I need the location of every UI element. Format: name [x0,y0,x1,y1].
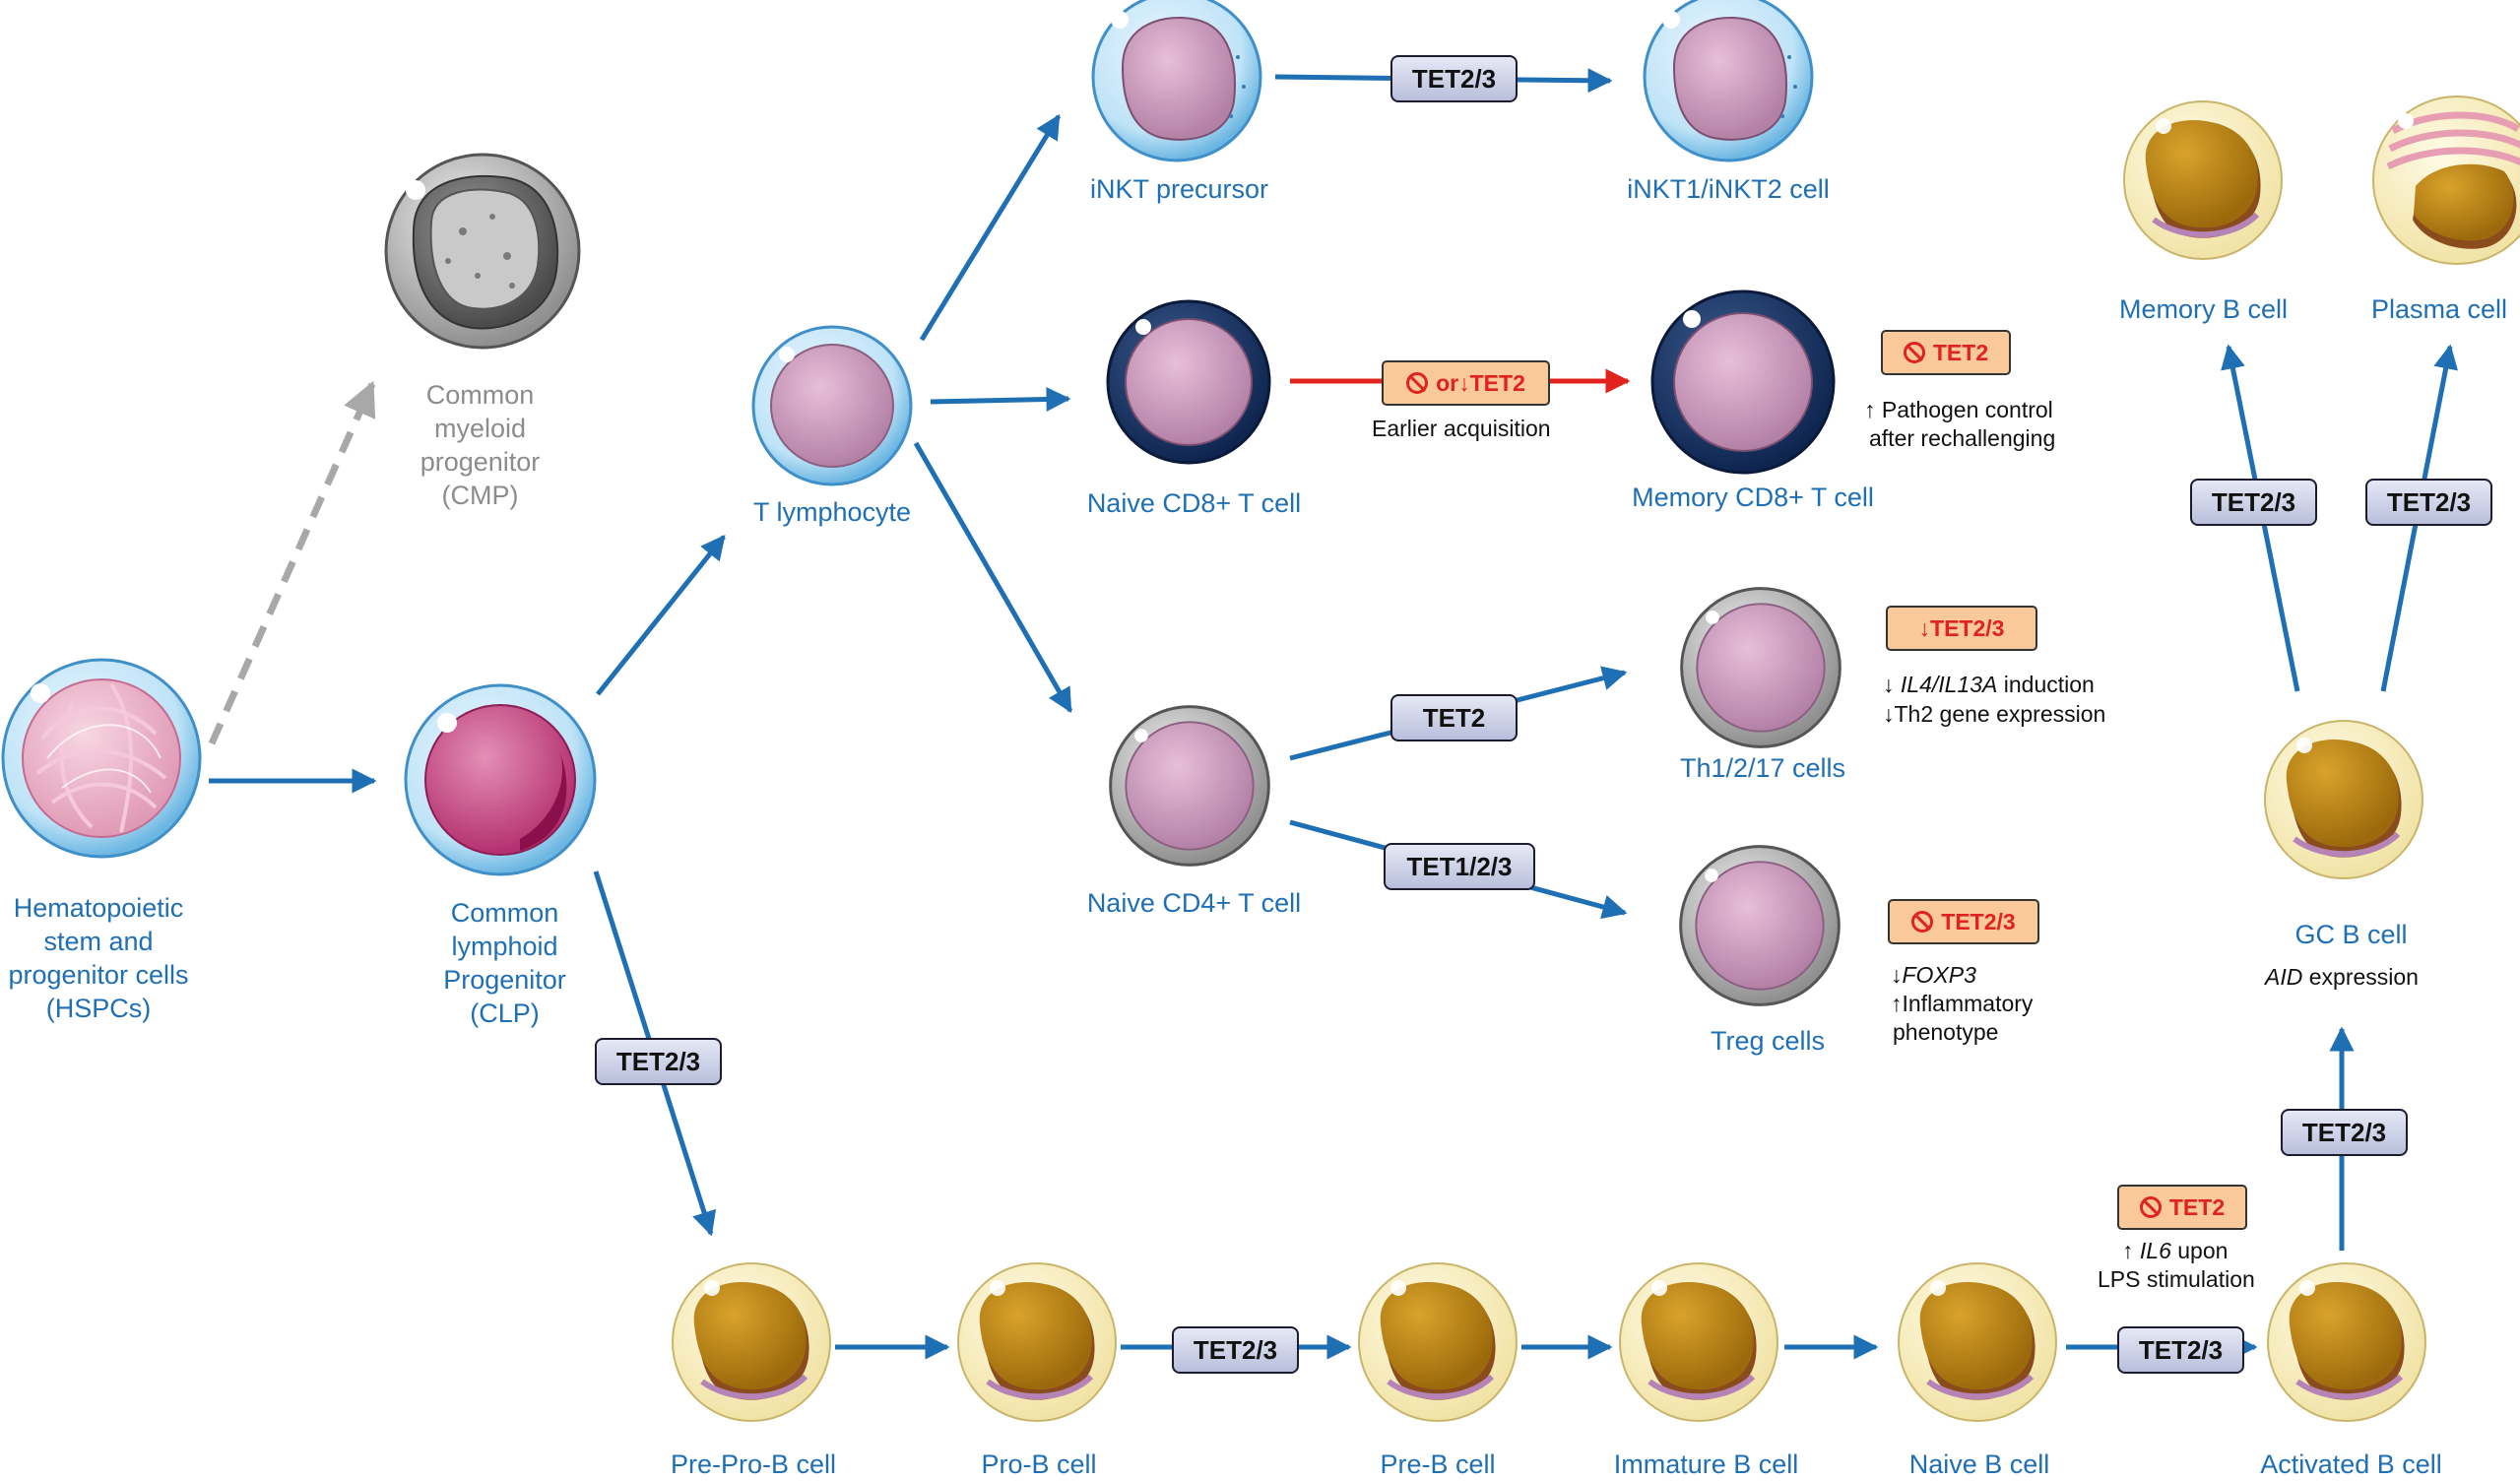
label-inkt-precursor: iNKT precursor [1089,174,1269,204]
inhibitor-box-cd8-memory: TET2 [1881,330,2011,375]
label-clp: Common lymphoid Progenitor (CLP) [443,898,566,1028]
cell-gc-b [2265,721,2423,878]
cell-hspc [1,658,202,859]
label-cmp: Common myeloid progenitor (CMP) [420,380,541,510]
label-memory-b: Memory B cell [2118,294,2289,324]
cell-memory-b [2124,101,2282,259]
no-entry-icon [1406,372,1429,394]
cell-immature-b [1620,1263,1777,1421]
cell-pre-pro-b [673,1263,830,1421]
cell-naive-cd4 [1109,705,1270,867]
inhibitor-box-cd8-arrow: or↓TET2 [1382,360,1550,406]
label-t-lymphocyte: T lymphocyte [752,497,912,527]
note-after-rechallenging: after rechallenging [1869,425,2056,451]
label-inkt12: iNKT1/iNKT2 cell [1627,174,1830,204]
no-entry-icon [1911,911,1934,933]
label-naive-cd8: Naive CD8+ T cell [1086,488,1302,518]
cell-pro-b [958,1263,1116,1421]
note-lps: LPS stimulation [2098,1266,2255,1292]
tet-box-treg: TET1/2/3 [1384,843,1535,890]
cell-inkt-precursor [1091,0,1262,162]
label-pro-b: Pro-B cell [981,1449,1097,1479]
cell-naive-cd8 [1106,299,1271,465]
note-aid: AID expression [2265,964,2419,990]
label-immature-b: Immature B cell [1613,1449,1799,1479]
cell-clp [404,683,597,876]
inhibitor-box-treg: TET2/3 [1888,899,2039,944]
label-naive-b: Naive B cell [1908,1449,2050,1479]
note-inflammatory: ↑Inflammatory [1891,991,2034,1016]
cell-naive-b [1899,1263,2056,1421]
note-pathogen-control: ↑ Pathogen control [1864,397,2053,422]
note-foxp3: ↓FOXP3 [1891,962,1976,988]
cell-plasma [2372,96,2520,265]
tet-box-gcb-plasma: TET2/3 [2365,479,2492,526]
label-naive-cd4: Naive CD4+ T cell [1086,888,1302,918]
label-treg: Treg cells [1710,1026,1826,1056]
arrow-hspc-cmp [208,380,376,745]
label-gc-b: GC B cell [2294,920,2408,949]
no-entry-icon [1903,342,1925,363]
label-memory-cd8: Memory CD8+ T cell [1632,483,1874,512]
note-phenotype: phenotype [1893,1019,1999,1045]
note-earlier-acquisition: Earlier acquisition [1372,416,1551,441]
cell-memory-cd8 [1650,290,1836,475]
arrow-t-cd8 [930,386,1071,412]
inhibitor-box-activated-b: TET2 [2117,1185,2247,1230]
note-il6: ↑ IL6 upon [2122,1238,2229,1263]
tet-box-gcb-memb: TET2/3 [2190,479,2317,526]
tet-box-inkt: TET2/3 [1390,55,1518,102]
inhibitor-box-th: ↓TET2/3 [1886,606,2037,651]
cell-inkt12 [1643,0,1814,162]
label-activated-b: Activated B cell [2260,1449,2442,1479]
note-th2-expression: ↓Th2 gene expression [1883,701,2106,727]
tet-box-th: TET2 [1390,694,1518,741]
arrow-clp-t [596,535,726,696]
cell-pre-b [1359,1263,1517,1421]
note-th-induction: ↓ IL4/IL13A induction [1883,672,2095,697]
arrow-t-cd4 [913,441,1073,714]
label-pre-pro-b: Pre-Pro-B cell [670,1449,837,1479]
no-entry-icon [2139,1196,2162,1218]
label-plasma: Plasma cell [2370,294,2508,324]
label-pre-b: Pre-B cell [1380,1449,1496,1479]
tet-box-prob-preb: TET2/3 [1172,1326,1299,1374]
tet-box-actb-gcb: TET2/3 [2281,1109,2408,1156]
cell-cmp [384,153,581,350]
cell-treg [1679,845,1841,1006]
cell-activated-b [2268,1263,2425,1421]
cell-t-lymphocyte [751,325,913,486]
cell-th [1680,587,1842,748]
tet-box-naiveb-actb: TET2/3 [2117,1326,2244,1374]
arrow-t-inkt [919,113,1062,342]
label-hspc: Hematopoietic stem and progenitor cells … [8,893,189,1023]
label-th: Th1/2/17 cells [1679,753,1846,783]
tet-box-clp-b: TET2/3 [595,1038,722,1085]
